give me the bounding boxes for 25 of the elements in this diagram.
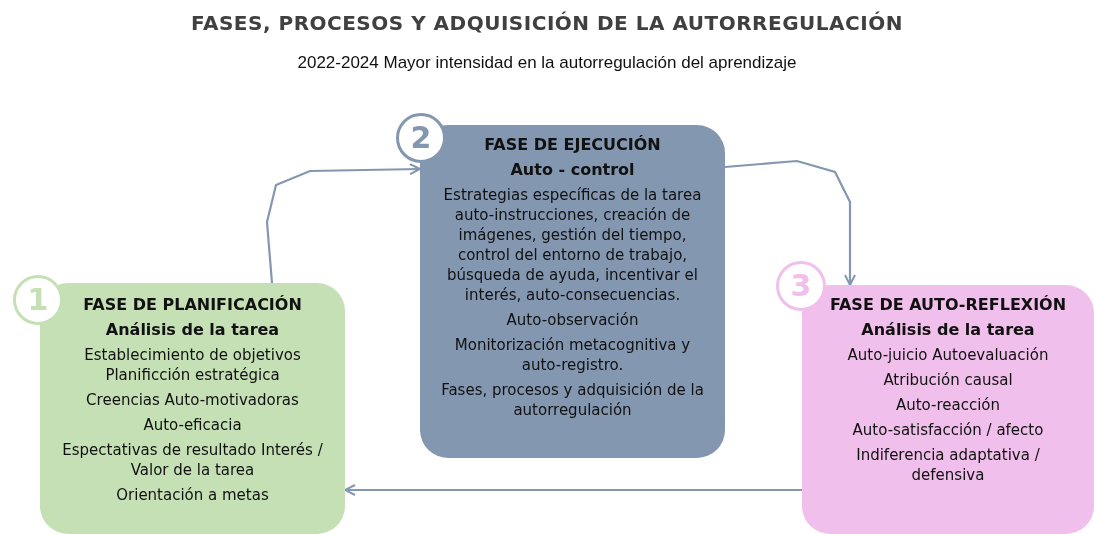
phase-item: Auto-observación	[506, 310, 639, 330]
phase-subheading: Análisis de la tarea	[105, 320, 280, 340]
phase-item: Espectativas de resultado Interés / Valor de la tarea	[61, 440, 324, 480]
diagram-title: FASES, PROCESOS Y ADQUISICIÓN DE LA AUTORREGULACIÓN	[191, 10, 903, 37]
phase-item: Auto-reacción	[895, 395, 1001, 415]
phase-item: Fases, procesos y adquisición de la autorregulación	[440, 380, 705, 420]
phase-item: Establecimiento de objetivos Planificción estratégica	[83, 345, 302, 385]
phase-item: Auto-eficacia	[143, 415, 242, 435]
phase-heading: FASE DE PLANIFICACIÓN	[83, 295, 302, 315]
connector-arrow	[344, 484, 802, 496]
phase-subheading: Análisis de la tarea	[861, 320, 1035, 340]
phase-item: Orientación a metas	[116, 485, 269, 505]
diagram-subtitle: 2022-2024 Mayor intensidad en la autorregulación del aprendizaje	[297, 52, 797, 74]
phase-item: Creencias Auto-motivadoras	[86, 390, 299, 410]
phase-subheading: Auto - control	[510, 160, 635, 180]
phase-item: Auto-satisfacción / afecto	[852, 420, 1044, 440]
phase-item: Estrategias específicas de la tarea auto-instrucciones, creación de imágenes, gestión del tiempo, control del entorno de trabajo, búsqueda de ayuda, incentivar el interés, auto-consecuencias.	[442, 185, 703, 305]
phase-item: Monitorización metacognitiva y auto-registro.	[453, 335, 692, 375]
phase-item: Auto-juicio Autoevaluación	[847, 345, 1049, 365]
phase-heading: FASE DE AUTO-REFLEXIÓN	[829, 295, 1067, 315]
phase-heading: FASE DE EJECUCIÓN	[484, 135, 661, 155]
phase-item: Atribución causal	[883, 370, 1013, 390]
connector-arrow	[724, 159, 856, 286]
connector-arrow	[265, 163, 421, 284]
phase-item: Indiferencia adaptativa / defensiva	[855, 445, 1041, 485]
